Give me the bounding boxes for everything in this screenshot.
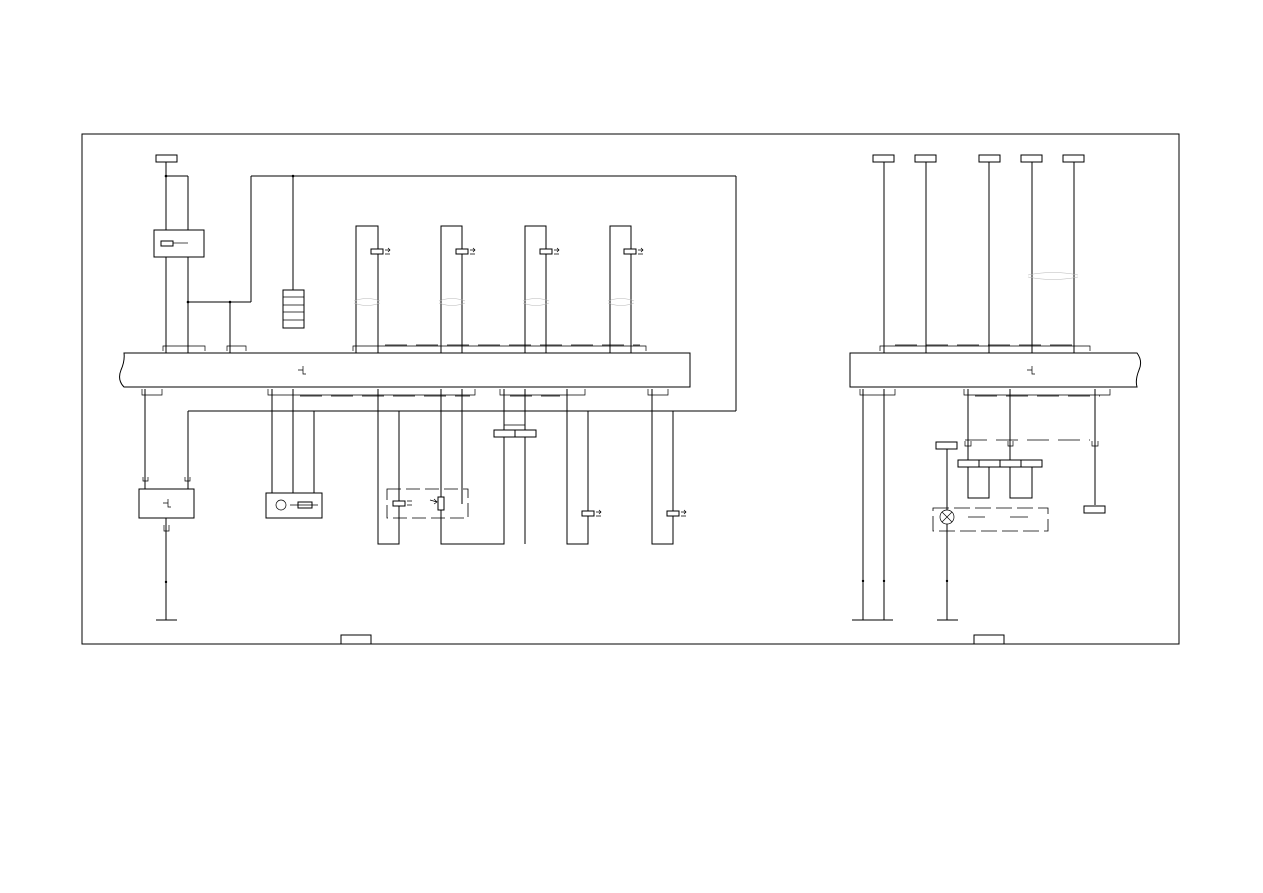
junction-dot — [861, 579, 865, 583]
bottom-connector-bracket-4 — [647, 389, 669, 396]
terminal-clip — [142, 477, 149, 482]
inline-connector-b[interactable] — [514, 429, 537, 438]
gauge-unit[interactable] — [265, 492, 323, 519]
top-connector-bracket-1 — [162, 345, 206, 351]
twisted-pair-marker — [1027, 272, 1079, 280]
page-ref-tab-left[interactable] — [340, 634, 372, 645]
end-terminal[interactable] — [1083, 505, 1106, 514]
multi-pin-connector[interactable] — [282, 289, 305, 329]
bottom-connector-bracket-1 — [141, 389, 163, 396]
potentiometer[interactable] — [437, 496, 445, 511]
upper-sensor-loop-1[interactable] — [353, 225, 391, 353]
relay-coil — [160, 240, 174, 247]
lower-sensor-loop-2[interactable] — [651, 389, 687, 545]
upper-sensor-loop-4[interactable] — [607, 225, 644, 353]
right-top-bracket — [879, 345, 1091, 351]
switch-connector-2[interactable] — [978, 459, 1001, 468]
upper-sensor-loop-3[interactable] — [522, 225, 560, 353]
terminal-clip — [964, 441, 972, 447]
junction-dot — [164, 174, 168, 178]
junction-dot — [164, 580, 168, 584]
top-terminal-2[interactable] — [914, 154, 937, 163]
potentiometer-wiper-icon — [429, 498, 438, 505]
junction-dot — [945, 579, 949, 583]
page-ref-tab-right[interactable] — [973, 634, 1005, 645]
left-control-unit-connector[interactable] — [119, 352, 691, 388]
junction-dot — [186, 300, 190, 304]
lower-sensor-loop-1[interactable] — [566, 389, 602, 545]
right-panel — [849, 154, 1142, 621]
sensor-signal-icon — [407, 500, 412, 506]
bottom-connector-bracket-2 — [267, 389, 476, 396]
sensor-group-outline — [386, 488, 469, 519]
top-connector-bracket-3 — [352, 345, 647, 351]
gauge-dial-icon — [275, 499, 287, 511]
top-terminal-4[interactable] — [1020, 154, 1043, 163]
right-bottom-bracket-2 — [963, 389, 1111, 396]
upper-sensor-loop-2[interactable] — [438, 225, 476, 353]
junction-dot — [882, 579, 886, 583]
fuse-terminal-left[interactable] — [155, 154, 178, 163]
sensor-wire-loop — [377, 389, 400, 545]
right-control-unit-connector[interactable] — [849, 352, 1142, 388]
inline-connector-a[interactable] — [493, 429, 516, 438]
terminal-clip — [184, 477, 191, 482]
inline-connector-bracket — [503, 424, 526, 430]
actuator-symbol — [163, 499, 171, 508]
pot-wire-loop — [440, 389, 505, 545]
switch-connector-4[interactable] — [1020, 459, 1043, 468]
switch-connector-3[interactable] — [999, 459, 1022, 468]
top-terminal-3[interactable] — [978, 154, 1001, 163]
left-panel — [119, 154, 737, 621]
left-control-unit-symbol — [298, 366, 306, 375]
switch-loop-wire — [1009, 467, 1033, 499]
top-terminal-5[interactable] — [1062, 154, 1085, 163]
lamp-filament — [941, 511, 953, 523]
right-control-unit-symbol — [1027, 366, 1035, 375]
top-connector-bracket-2 — [226, 345, 247, 351]
switch-connector-1[interactable] — [957, 459, 980, 468]
bottom-connector-bracket-3 — [499, 389, 586, 396]
speed-sensor[interactable] — [392, 500, 406, 507]
switch-loop-wire — [967, 467, 990, 499]
diagram-frame — [81, 133, 1180, 645]
terminal-clip — [1007, 441, 1014, 447]
actuator-unit[interactable] — [138, 488, 195, 519]
terminal-clip — [1091, 441, 1099, 447]
lamp-terminal[interactable] — [935, 441, 958, 450]
right-bottom-bracket-1 — [859, 389, 896, 396]
lamp-group-outline — [932, 507, 1049, 532]
top-terminal-1[interactable] — [872, 154, 895, 163]
junction-dot — [228, 300, 232, 304]
ground-clip — [163, 525, 170, 532]
